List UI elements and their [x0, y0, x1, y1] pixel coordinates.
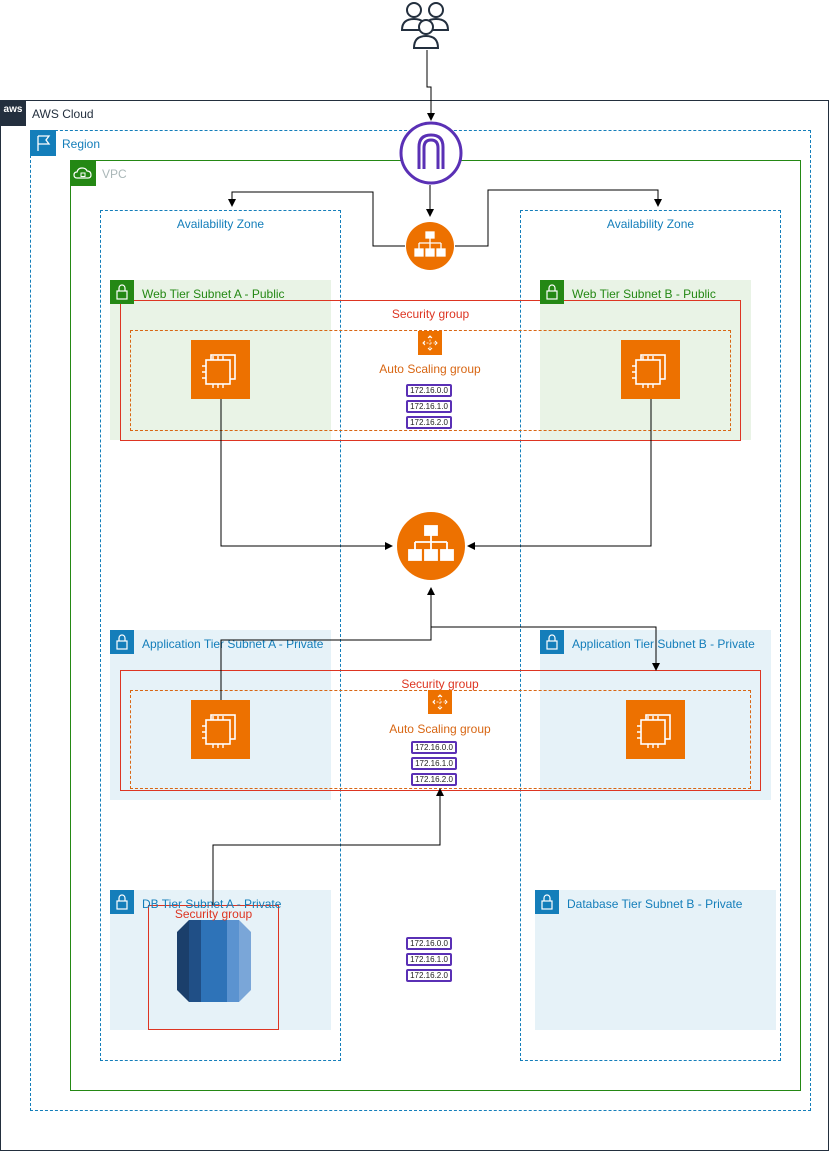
internet-gateway-icon[interactable]: [399, 121, 463, 185]
auto-scaling-icon: [428, 690, 452, 714]
load-balancer-icon[interactable]: [405, 221, 455, 271]
elb-to-az-b-line: [455, 189, 662, 247]
auto-scaling-icon: [418, 331, 442, 355]
users-icon: [399, 0, 451, 52]
ec2-instance-icon[interactable]: [191, 340, 250, 399]
route-table-entry: 172.16.2.0: [411, 773, 457, 786]
users-to-gateway-line: [426, 50, 435, 121]
lock-icon: [540, 280, 564, 304]
web-a-to-alb-line: [220, 399, 393, 550]
alb-to-app-b-line: [430, 588, 660, 671]
db-subnet-a-label: DB Tier Subnet A - Private: [142, 897, 282, 911]
availability-zone-b: [520, 210, 781, 1061]
lock-icon: [535, 890, 559, 914]
web-b-to-alb-line: [467, 399, 652, 550]
db-security-group-label: Security group: [174, 907, 253, 921]
web-auto-scaling-group: [130, 330, 731, 431]
load-balancer-icon[interactable]: [396, 511, 466, 581]
cloud-icon: [70, 160, 96, 186]
web-security-group-label: Security group: [391, 307, 470, 321]
db-to-app-routes-line: [212, 788, 444, 905]
web-security-group: [120, 300, 741, 441]
web-auto-scaling-group-label: Auto Scaling group: [379, 362, 481, 376]
route-table-entry: 172.16.0.0: [406, 384, 452, 397]
web-subnet-a-label: Web Tier Subnet A - Public: [142, 287, 285, 301]
app-security-group-label: Security group: [401, 677, 479, 691]
ec2-instance-icon[interactable]: [626, 700, 685, 759]
ec2-instance-icon[interactable]: [191, 700, 250, 759]
app-subnet-b-label: Application Tier Subnet B - Private: [572, 637, 755, 651]
region-label: Region: [62, 137, 101, 151]
availability-zone-a: [100, 210, 341, 1061]
lock-icon: [540, 630, 564, 654]
flag-icon: [30, 130, 56, 156]
route-table-entry: 172.16.2.0: [406, 969, 452, 982]
vpc-label: VPC: [102, 167, 127, 181]
lock-icon: [110, 890, 134, 914]
db-security-group: [148, 905, 279, 1030]
app-a-to-alb-line: [220, 587, 435, 700]
route-table-entry: 172.16.1.0: [406, 400, 452, 413]
route-table-entry: 172.16.0.0: [406, 937, 452, 950]
route-table-entry: 172.16.1.0: [411, 757, 457, 770]
web-subnet-b-label: Web Tier Subnet B - Public: [572, 287, 716, 301]
aws-logo-icon: aws: [0, 100, 26, 126]
route-table-entry: 172.16.0.0: [411, 741, 457, 754]
elb-to-az-a-line: [228, 191, 405, 247]
db-subnet-b: [535, 890, 776, 1030]
route-table-entry: 172.16.1.0: [406, 953, 452, 966]
lock-icon: [110, 630, 134, 654]
aws-cloud-label: AWS Cloud: [32, 107, 94, 121]
db-subnet-b-label: Database Tier Subnet B - Private: [567, 897, 743, 911]
app-auto-scaling-group-label: Auto Scaling group: [389, 722, 491, 736]
availability-zone-b-label: Availability Zone: [606, 217, 695, 231]
rds-database-icon[interactable]: [177, 920, 251, 1002]
route-table-entry: 172.16.2.0: [406, 416, 452, 429]
availability-zone-a-label: Availability Zone: [176, 217, 265, 231]
lock-icon: [110, 280, 134, 304]
ec2-instance-icon[interactable]: [621, 340, 680, 399]
